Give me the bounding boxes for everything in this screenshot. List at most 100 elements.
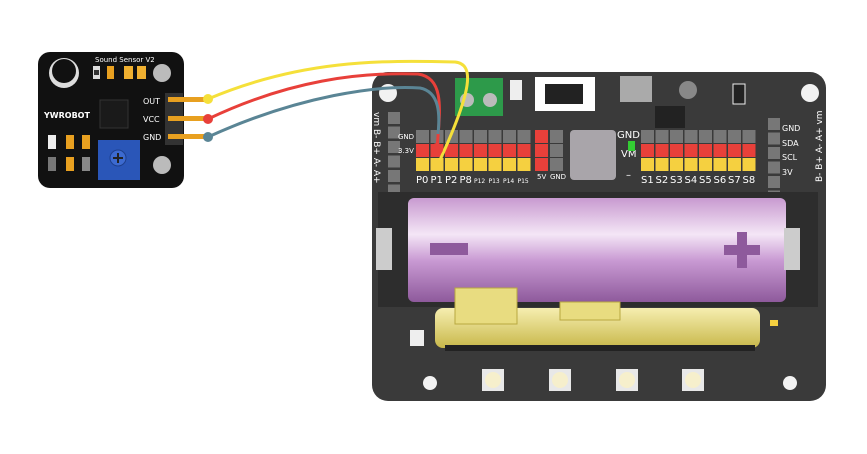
servo-pin xyxy=(728,130,741,143)
servo-pin xyxy=(742,130,756,143)
wire-out-yellow xyxy=(207,59,470,161)
pin-label-out: OUT xyxy=(143,97,160,106)
header-pin xyxy=(459,158,473,171)
servo-pin xyxy=(728,158,741,171)
servo-pin xyxy=(670,158,683,171)
pin-label-p2: P2 xyxy=(445,175,457,186)
header-pin xyxy=(488,158,502,171)
sound-sensor-module: Sound Sensor V2 YWROBOT OUT VCC GND xyxy=(38,52,208,188)
servo-label-s7: S7 xyxy=(728,175,741,186)
ic-chip xyxy=(99,99,129,129)
header-pin xyxy=(430,158,444,171)
servo-pin xyxy=(670,130,683,143)
header-pin xyxy=(517,158,531,171)
left-edge-label: vm B- B+ A- A+ xyxy=(371,112,381,184)
wire-end-p1-3v3 xyxy=(431,143,443,155)
header-pin xyxy=(474,130,487,143)
header-pin xyxy=(503,144,516,157)
minus-sign xyxy=(430,243,468,255)
right-edge-label: B- B+ A- A+ vm xyxy=(815,110,825,182)
sensor-title: Sound Sensor V2 xyxy=(95,56,155,64)
label-scl: SCL xyxy=(782,153,798,162)
header-pin xyxy=(503,158,516,171)
header-pin xyxy=(535,130,548,143)
header-pin xyxy=(474,158,487,171)
pin-label-gnd: GND xyxy=(143,133,161,142)
header-pin xyxy=(416,158,429,171)
servo-label-s3: S3 xyxy=(670,175,683,186)
servo-label-s4: S4 xyxy=(685,175,698,186)
edge-pin xyxy=(388,126,400,139)
header-pin xyxy=(445,144,458,157)
header-pin xyxy=(535,158,548,171)
row-label-gnd: GND xyxy=(398,133,414,141)
servo-pin xyxy=(641,130,654,143)
button-cap xyxy=(552,372,568,388)
label-5v: 5V xyxy=(537,173,546,181)
pin-label-p13: P13 xyxy=(489,178,500,185)
edge-pin xyxy=(388,170,400,182)
servo-pin xyxy=(655,144,669,157)
servo-pin xyxy=(684,158,698,171)
wire-end-out xyxy=(203,94,213,104)
servo-pin xyxy=(699,158,712,171)
edge-pin xyxy=(388,141,400,153)
servo-label-s8: S8 xyxy=(743,175,756,186)
pin-label-p12: P12 xyxy=(474,178,485,185)
servo-pin xyxy=(713,144,727,157)
header-pin xyxy=(535,144,548,157)
header-pin xyxy=(416,144,429,157)
pin-label-vcc: VCC xyxy=(143,115,160,124)
servo-pin xyxy=(713,130,727,143)
servo-label-s5: S5 xyxy=(699,175,712,186)
label-sda: SDA xyxy=(782,139,799,148)
pin-label-p14: P14 xyxy=(503,178,514,185)
servo-pin xyxy=(670,144,683,157)
usb-port xyxy=(620,76,652,102)
label-3v: 3V xyxy=(782,168,793,177)
driver-chip xyxy=(570,130,616,180)
header-pin xyxy=(550,130,563,143)
label-minus: – xyxy=(626,170,631,181)
row-label-3v3: 3.3V xyxy=(398,147,414,155)
header-pin xyxy=(517,144,531,157)
servo-pin xyxy=(684,130,698,143)
servo-label-s1: S1 xyxy=(641,175,654,186)
label-vm: VM xyxy=(621,149,636,160)
button-cap xyxy=(485,372,501,388)
label-gnd-power: GND xyxy=(550,173,566,181)
edge-pin xyxy=(388,155,400,168)
servo-pin xyxy=(655,158,669,171)
edge-pin xyxy=(768,161,780,174)
servo-pin xyxy=(641,158,654,171)
wires xyxy=(203,59,470,161)
header-pin xyxy=(445,158,458,171)
label-right-gnd: GND xyxy=(782,124,800,133)
header-pin xyxy=(517,130,531,143)
edge-pin xyxy=(768,118,780,130)
servo-pin xyxy=(684,144,698,157)
edge-pin xyxy=(768,132,780,145)
wire-end-vcc xyxy=(203,114,213,124)
wire-end-gnd xyxy=(203,132,213,142)
servo-label-s2: S2 xyxy=(656,175,669,186)
pin-label-p8: P8 xyxy=(460,175,472,186)
header-pin xyxy=(459,144,473,157)
edge-pin xyxy=(768,147,780,159)
servo-pin xyxy=(728,144,741,157)
header-pin xyxy=(474,144,487,157)
pin-label-p15: P15 xyxy=(518,178,529,185)
pin-label-p0: P0 xyxy=(416,175,428,186)
servo-pin xyxy=(713,158,727,171)
servo-pin xyxy=(641,144,654,157)
brand-logo: YWROBOT xyxy=(43,111,90,120)
servo-pin xyxy=(655,130,669,143)
servo-label-s6: S6 xyxy=(714,175,727,186)
header-pin xyxy=(416,130,429,143)
button-cap xyxy=(685,372,701,388)
pin-label-p1: P1 xyxy=(431,175,443,186)
edge-pin xyxy=(768,176,780,188)
header-pin xyxy=(503,130,516,143)
wire-gnd-blue xyxy=(207,86,441,139)
